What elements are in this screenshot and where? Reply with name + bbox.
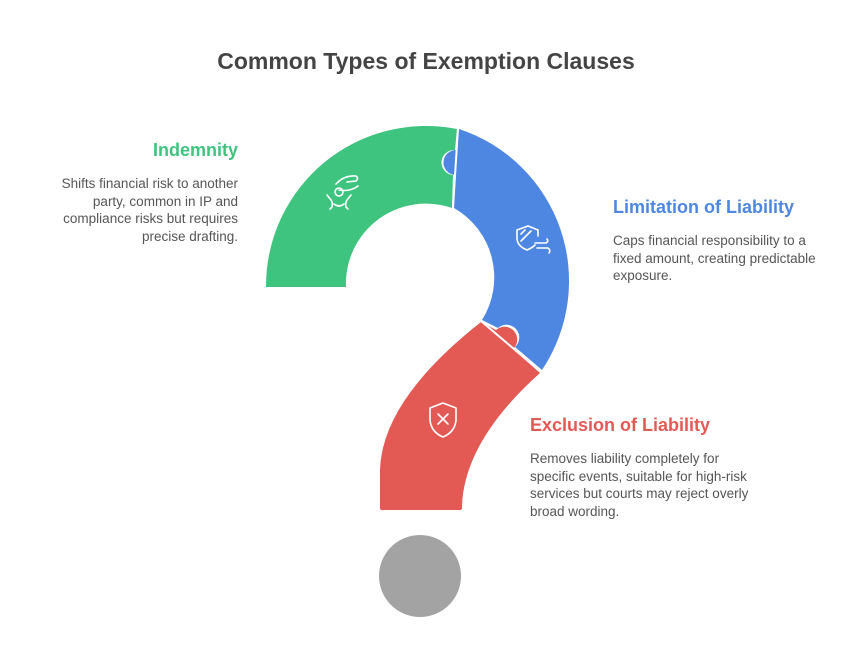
indemnity-segment	[265, 125, 457, 287]
hand-protecting-person-icon	[326, 175, 359, 210]
limitation-description: Caps financial responsibility to a fixed…	[613, 233, 816, 283]
page-title: Common Types of Exemption Clauses	[217, 48, 635, 74]
exclusion-heading: Exclusion of Liability	[530, 415, 711, 435]
limitation-segment	[443, 129, 570, 370]
limitation-block: Limitation of Liability Caps financial r…	[613, 197, 833, 285]
shield-x-icon	[429, 402, 457, 438]
question-mark-dot	[379, 535, 461, 617]
exclusion-block: Exclusion of Liability Removes liability…	[530, 415, 760, 520]
shield-wind-icon	[516, 225, 551, 254]
indemnity-heading: Indemnity	[152, 140, 238, 160]
exclusion-segment	[380, 322, 540, 510]
indemnity-block: Indemnity Shifts financial risk to anoth…	[30, 140, 238, 245]
indemnity-description: Shifts financial risk to another party, …	[61, 176, 238, 244]
exclusion-description: Removes liability completely for specifi…	[530, 451, 749, 519]
limitation-heading: Limitation of Liability	[613, 197, 794, 217]
